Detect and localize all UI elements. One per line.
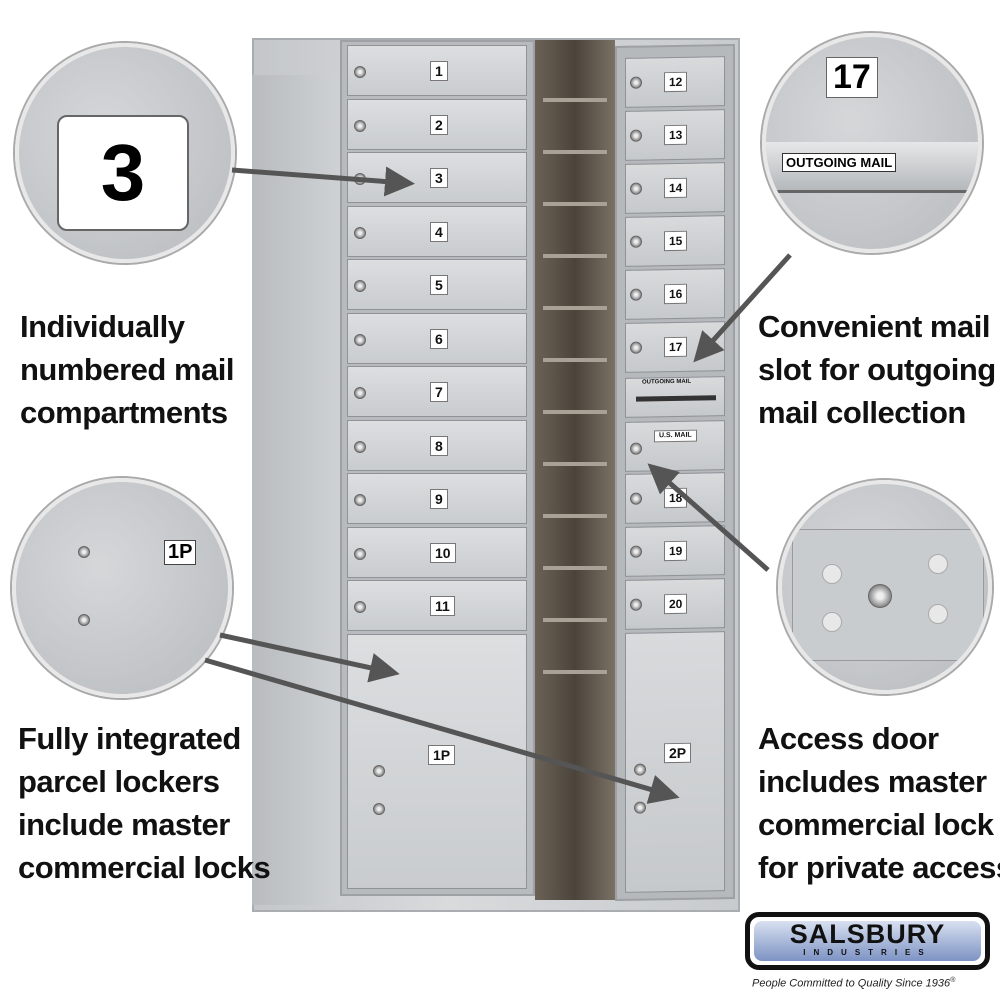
lock-icon bbox=[354, 440, 366, 453]
mailbox-door-6[interactable]: 6 bbox=[347, 312, 527, 364]
zoom-circle-number: 3 bbox=[15, 43, 235, 263]
lock-icon bbox=[354, 280, 366, 292]
interior-shelf bbox=[543, 98, 607, 102]
mailbox-door-8[interactable]: 8 bbox=[347, 419, 527, 471]
mailbox-door-7[interactable]: 7 bbox=[347, 366, 527, 417]
mailbox-door-9[interactable]: 9 bbox=[347, 473, 527, 524]
rivet-icon bbox=[822, 564, 842, 584]
interior-shelf bbox=[543, 306, 607, 310]
mailbox-door-11[interactable]: 11 bbox=[347, 580, 527, 631]
interior-shelf bbox=[543, 670, 607, 674]
interior-shelf bbox=[543, 514, 607, 518]
lock-icon bbox=[868, 584, 892, 608]
rivet-icon bbox=[822, 612, 842, 632]
lock-icon bbox=[354, 387, 366, 399]
door-number[interactable]: 10 bbox=[430, 542, 456, 563]
parcel-label: 1P bbox=[164, 540, 197, 565]
arrow-access bbox=[647, 463, 770, 572]
interior-shelf bbox=[543, 254, 607, 258]
lock-icon bbox=[354, 66, 366, 78]
lock-icon bbox=[78, 614, 90, 626]
arrow-parcel-2 bbox=[204, 657, 680, 804]
door-number[interactable]: 6 bbox=[430, 328, 448, 349]
door-number[interactable]: 5 bbox=[430, 275, 448, 295]
door-number[interactable]: 9 bbox=[430, 489, 448, 509]
lock-icon bbox=[354, 119, 366, 132]
mailbox-side bbox=[252, 75, 342, 905]
mailbox-door-10[interactable]: 10 bbox=[347, 526, 527, 578]
door-number[interactable]: 1 bbox=[430, 61, 448, 81]
interior-shelf bbox=[543, 566, 607, 570]
open-interior bbox=[535, 40, 615, 900]
outgoing-label: OUTGOING MAIL bbox=[782, 153, 897, 172]
door-number[interactable]: 11 bbox=[430, 596, 455, 616]
arrow-numbered bbox=[231, 166, 415, 197]
lock-icon bbox=[354, 333, 366, 346]
left-door-column: 1 2 3 4 5 6 7 8 9 10 11 1P bbox=[340, 40, 535, 896]
interior-shelf bbox=[543, 618, 607, 622]
zoom-circle-outgoing: 17 OUTGOING MAIL bbox=[762, 33, 982, 253]
lock-icon bbox=[373, 765, 385, 777]
door-number[interactable]: 4 bbox=[430, 221, 448, 242]
door-number[interactable]: 7 bbox=[430, 382, 448, 402]
rivet-icon bbox=[928, 604, 948, 624]
mailbox-door-2[interactable]: 2 bbox=[347, 98, 527, 150]
lock-icon bbox=[354, 601, 366, 613]
mailbox-door-4[interactable]: 4 bbox=[347, 205, 527, 257]
arrow-parcel-1 bbox=[219, 632, 400, 683]
interior-shelf bbox=[543, 202, 607, 206]
mailbox-door-1[interactable]: 1 bbox=[347, 45, 527, 96]
lock-icon bbox=[78, 546, 90, 558]
lock-icon bbox=[354, 494, 366, 506]
salsbury-logo: SALSBURY INDUSTRIES bbox=[745, 912, 990, 970]
door-number[interactable]: 2 bbox=[430, 114, 448, 135]
parcel-number: 1P bbox=[428, 745, 456, 765]
zoom-circle-parcel: 1P bbox=[12, 478, 232, 698]
door-number[interactable]: 8 bbox=[430, 435, 448, 456]
rivet-icon bbox=[928, 554, 948, 574]
lock-icon bbox=[354, 226, 366, 239]
number-plate: 3 bbox=[57, 115, 189, 231]
mailbox-door-5[interactable]: 5 bbox=[347, 259, 527, 310]
interior-shelf bbox=[543, 150, 607, 154]
zoom-circle-access-lock bbox=[778, 480, 992, 694]
number-plate: 17 bbox=[826, 57, 878, 98]
lock-icon bbox=[354, 547, 366, 560]
interior-shelf bbox=[543, 410, 607, 414]
logo-tagline: People Committed to Quality Since 1936® bbox=[752, 977, 956, 990]
door-number[interactable]: 3 bbox=[430, 168, 448, 188]
lock-icon bbox=[373, 803, 385, 815]
interior-shelf bbox=[543, 462, 607, 466]
interior-shelf bbox=[543, 358, 607, 362]
arrow-outgoing bbox=[693, 253, 792, 363]
